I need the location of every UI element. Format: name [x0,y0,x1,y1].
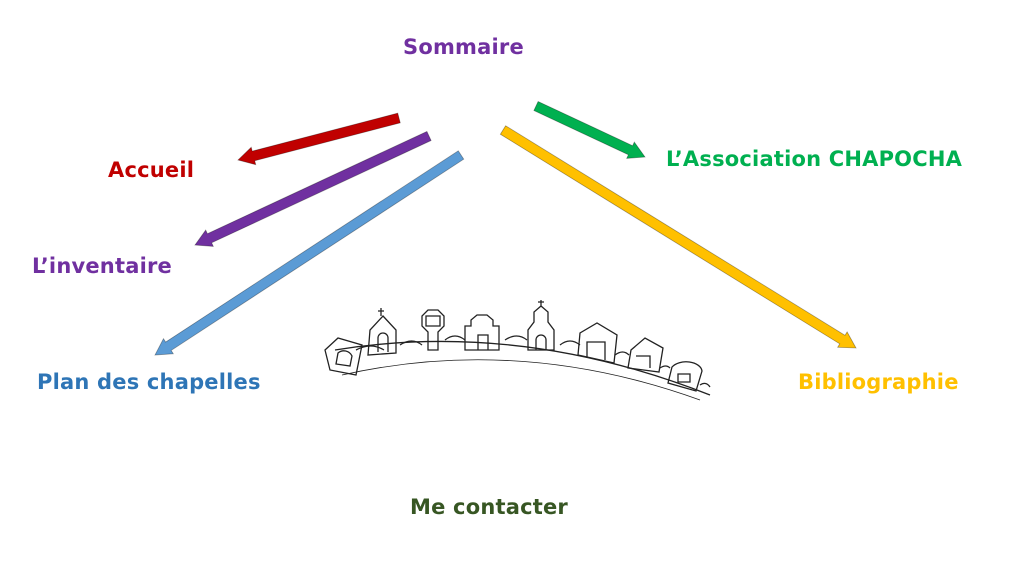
arrow-to-accueil-icon [237,112,401,166]
menu-link-inventaire[interactable]: L’inventaire [32,254,172,278]
menu-link-plan-des-chapelles[interactable]: Plan des chapelles [37,370,261,394]
arrow-to-bibliographie-icon [499,125,857,349]
arrow-to-inventaire-icon [194,130,432,247]
menu-link-association[interactable]: L’Association CHAPOCHA [666,147,963,171]
menu-link-bibliographie[interactable]: Bibliographie [798,370,959,394]
menu-link-contact[interactable]: Me contacter [410,495,568,519]
sommaire-title: Sommaire [403,35,524,59]
arrow-to-plan-icon [154,150,465,356]
arrow-to-association-icon [533,100,646,159]
menu-link-accueil[interactable]: Accueil [108,158,195,182]
chapels-illustration-icon [324,300,711,401]
